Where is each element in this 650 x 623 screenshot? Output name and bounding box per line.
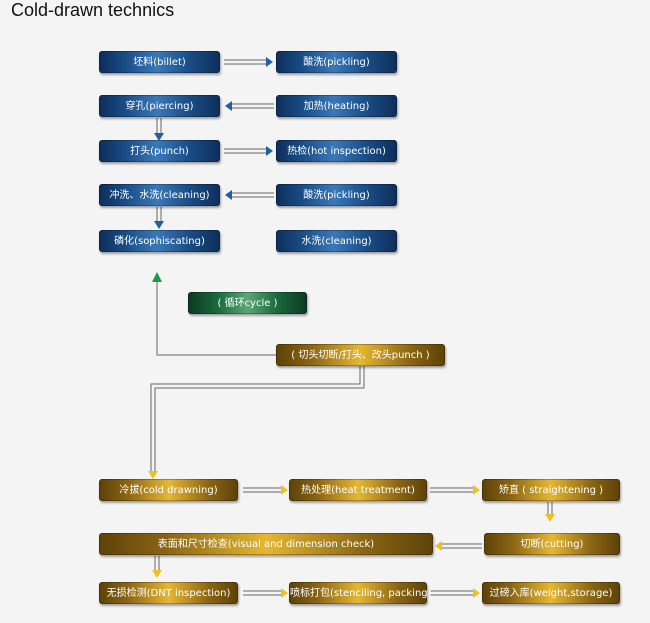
arrow-visual-to-dnt [154,556,160,570]
arrow-straight-to-cutting [547,502,553,514]
node-hot-inspection: 热检(hot inspection) [276,140,397,162]
arrowhead [545,514,555,522]
arrow-cutting-to-visual [442,543,482,549]
node-visual-check: 表面和尺寸检查(visual and dimension check) [99,533,433,555]
node-heat-treatment: 热处理(heat treatment) [289,479,427,501]
arrowhead [152,570,162,578]
arrow-cold-to-heat [243,487,281,493]
arrow-dnt-to-stencil [243,590,281,596]
arrow-stencil-to-weight [430,590,473,596]
arrowhead [266,146,273,156]
arrow-loop-to-sophiscating [156,282,276,356]
node-sophiscating: 磷化(sophiscating) [99,230,220,252]
node-dnt-inspection: 无损检测(DNT inspection) [99,582,238,604]
node-punch: 打头(punch) [99,140,220,162]
node-cutting: 切断(cutting) [484,533,620,555]
node-cleaning-2: 水洗(cleaning) [276,230,397,252]
arrowhead [281,588,288,598]
node-cycle: ( 循环cycle ) [188,292,307,314]
node-stenciling: 喷标打包(stenciling, packing) [289,582,432,604]
arrowhead [281,485,288,495]
node-heating: 加热(heating) [276,95,397,117]
arrowhead [266,57,273,67]
node-cleaning-1: 冲洗、水洗(cleaning) [99,184,220,206]
arrowhead [154,221,164,229]
arrow-punch-to-hotinspection [224,148,266,154]
arrowhead [225,101,232,111]
arrow-piercing-to-punch [156,118,162,134]
arrow-pickling-to-cleaning [232,192,274,198]
page-title: Cold-drawn technics [11,0,175,20]
node-pickling-1: 酸洗(pickling) [276,51,397,73]
arrowhead [225,190,232,200]
arrowhead [473,485,480,495]
arrowhead [473,588,480,598]
arrowhead [154,133,164,141]
node-weight-storage: 过磅入库(weight,storage) [482,582,620,604]
arrowhead [435,541,442,551]
node-piercing: 穿孔(piercing) [99,95,220,117]
arrow-cut-to-colddrawning [150,366,365,472]
arrowhead [148,471,158,479]
node-billet: 坯料(billet) [99,51,220,73]
arrow-heat-to-straight [430,487,473,493]
node-cold-drawning: 冷拔(cold drawning) [99,479,238,501]
node-cut-punch: ( 切头切断/打头、改头punch ) [276,344,445,366]
node-pickling-2: 酸洗(pickling) [276,184,397,206]
arrow-billet-to-pickling [224,59,266,65]
arrow-heating-to-piercing [232,103,274,109]
arrow-cleaning-to-sophiscating [156,207,162,222]
node-straightening: 矫直 ( straightening ) [482,479,620,501]
arrowhead [152,272,162,282]
